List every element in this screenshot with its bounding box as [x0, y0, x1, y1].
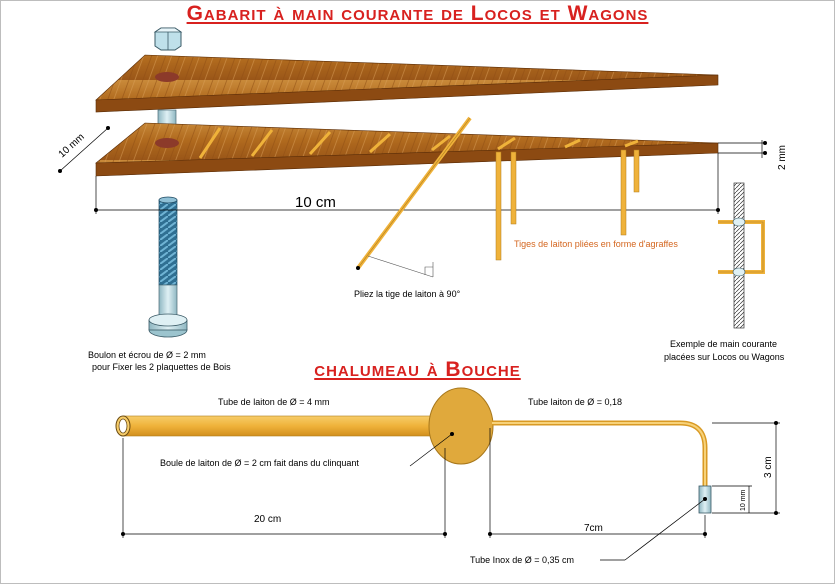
bolt-note-line-2: pour Fixer les 2 plaquettes de Bois	[92, 362, 231, 372]
thickness-dimension-label: 2 mm	[777, 145, 788, 170]
bent-rod	[356, 116, 472, 278]
dim-7cm: 7cm	[584, 523, 603, 534]
thin-brass-tube	[492, 420, 708, 490]
inox-label: Tube Inox de Ø = 0,35 cm	[470, 555, 574, 565]
tube4-label: Tube de laiton de Ø = 4 mm	[218, 397, 329, 407]
dimension-dots	[121, 421, 778, 536]
width-dimension-label: 10 mm	[57, 132, 87, 161]
bend-note: Pliez la tige de laiton à 90°	[354, 289, 461, 299]
length-dimension-label: 10 cm	[295, 194, 336, 211]
example-line-1: Exemple de main courante	[670, 339, 777, 349]
dim-10mm: 10 mm	[740, 489, 747, 511]
handrail-example	[718, 182, 765, 329]
staples-note: Tiges de laiton pliées en forme d'agraff…	[514, 239, 678, 249]
brass-staples	[495, 149, 640, 261]
dim-20cm: 20 cm	[254, 514, 281, 525]
nut-icon	[153, 27, 183, 51]
inox-tube	[698, 485, 712, 514]
blowpipe-dimension-lines	[122, 422, 780, 561]
second-title: chalumeau à Bouche	[314, 358, 521, 381]
bottom-wood-plate	[95, 122, 719, 177]
example-line-2: placées sur Locos ou Wagons	[664, 352, 785, 362]
top-wood-plate	[95, 54, 719, 113]
brass-tube-4mm	[115, 415, 446, 437]
dim-3cm: 3 cm	[763, 456, 774, 478]
bolt-icon	[148, 196, 188, 338]
brass-ball	[428, 387, 494, 465]
main-title: Gabarit à main courante de Locos et Wago…	[186, 2, 649, 25]
brass-slots	[198, 127, 639, 159]
bolt-note-line-1: Boulon et écrou de Ø = 2 mm	[88, 350, 206, 360]
dimension-lines	[59, 127, 765, 214]
tube018-label: Tube laiton de Ø = 0,18	[528, 397, 622, 407]
ball-label: Boule de laiton de Ø = 2 cm fait dans du…	[160, 458, 359, 468]
